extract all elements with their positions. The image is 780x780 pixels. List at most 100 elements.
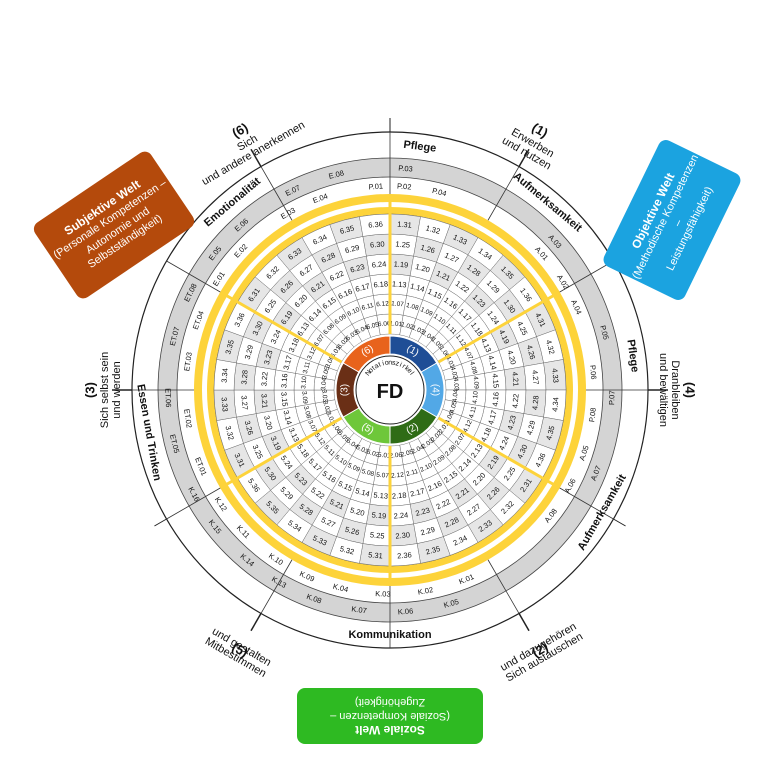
notation-value: 4.20: [505, 349, 517, 365]
notation-value: 1.32: [425, 223, 441, 235]
sector-divider: [487, 559, 520, 614]
code-inner: K.03: [375, 589, 391, 599]
notation-value: 6.29: [344, 243, 360, 255]
notation-value: 1.09: [419, 306, 434, 318]
notation-value: 4.14: [486, 354, 498, 370]
notation-value: 3.27: [239, 395, 249, 410]
notation-value: 3.08: [302, 405, 312, 419]
code-outer: K.05: [443, 597, 460, 610]
ring-label-char: n: [388, 359, 392, 366]
notation-value: 2.24: [393, 510, 408, 520]
notation-value: 4.23: [505, 414, 517, 430]
yellow-spoke: [219, 290, 343, 364]
yellow-spoke: [219, 416, 343, 490]
quadrant-number: (4): [683, 382, 698, 398]
notation-value: 3.07: [306, 419, 318, 434]
notation-value: 4.21: [510, 371, 520, 386]
ring-label-char: k: [403, 365, 410, 373]
notation-value: 4.05: [449, 400, 459, 414]
code-inner: P.08: [587, 407, 598, 422]
sector-title: Pflege: [624, 339, 640, 373]
quadrant-label: Sich selbst sein: [99, 352, 111, 428]
sector-divider: [166, 487, 221, 520]
main-divider: [518, 613, 530, 632]
center-label: FD: [377, 381, 404, 403]
notation-value: 5.13: [373, 490, 388, 500]
code-outer: E.08: [328, 168, 345, 180]
notation-value: 5.19: [371, 510, 386, 520]
notation-value: 1.31: [397, 220, 412, 230]
notation-value: 1.14: [409, 281, 425, 293]
notation-value: 2.29: [420, 525, 436, 537]
notation-value: 1.08: [405, 302, 419, 312]
notation-value: 4.07: [462, 346, 474, 361]
notation-value: 2.11: [405, 468, 419, 478]
notation-value: 2.05: [400, 449, 414, 459]
notation-value: 6.18: [373, 279, 388, 289]
sector-divider: [166, 260, 221, 293]
ring-label-char: i: [382, 360, 386, 367]
notation-value: 3.35: [223, 339, 235, 355]
notation-value: 3.03: [320, 389, 328, 403]
notation-value: 1.03: [411, 324, 426, 336]
notation-value: 5.25: [370, 530, 385, 540]
notation-value: 1.13: [392, 279, 407, 289]
notation-value: 1.01: [389, 320, 403, 328]
ring-label-char: r: [401, 363, 407, 371]
code-inner: K.04: [332, 582, 349, 594]
notation-value: 3.17: [281, 354, 293, 370]
center-wedge-number: (6): [359, 343, 375, 359]
notation-value: 4.22: [510, 393, 520, 408]
sector-divider: [260, 166, 293, 221]
quadrant-label: und werden: [111, 361, 123, 419]
notation-value: 1.19: [393, 259, 408, 269]
notation-value: 1.02: [400, 321, 414, 331]
center-wedge-number: (3): [340, 384, 351, 396]
notation-value: 4.12: [462, 419, 474, 434]
quadrant-number: (5): [229, 639, 250, 660]
notation-value: 5.26: [344, 525, 360, 537]
notation-value: 4.06: [444, 410, 456, 425]
notation-value: 2.04: [411, 444, 426, 456]
notation-value: 3.16: [279, 373, 289, 388]
notation-value: 3.06: [324, 355, 336, 370]
quadrant-number: (6): [229, 120, 250, 141]
notation-value: 3.09: [300, 391, 308, 405]
yellow-spoke: [437, 416, 561, 490]
quadrant-label: Dranbleiben: [669, 360, 681, 419]
notation-value: 4.32: [544, 339, 556, 355]
notation-value: 3.28: [239, 370, 249, 385]
sector-divider: [260, 559, 293, 614]
notation-value: 5.08: [361, 468, 375, 478]
notation-value: 3.32: [223, 425, 235, 441]
notation-value: 4.01: [444, 355, 456, 370]
notation-value: 2.35: [425, 544, 441, 556]
center-wedge-number: (2): [404, 421, 420, 437]
ring-label-char: e: [405, 367, 413, 375]
notation-value: 3.10: [300, 376, 308, 390]
notation-value: 2.36: [397, 550, 412, 560]
notation-value: 3.11: [302, 361, 312, 375]
notation-value: 4.28: [530, 395, 540, 410]
notation-value: 3.04: [320, 377, 328, 391]
main-divider: [250, 613, 262, 632]
notation-value: 1.07: [391, 300, 405, 308]
notation-value: 4.27: [530, 370, 540, 385]
notation-value: 3.05: [321, 366, 331, 380]
code-outer: P.07: [607, 390, 616, 405]
code-outer: P.05: [598, 324, 610, 340]
quadrant-number: (1): [529, 120, 550, 141]
notation-value: 6.12: [376, 300, 390, 308]
notation-value: 5.03: [355, 444, 370, 456]
ring-label-char: s: [392, 360, 397, 367]
center-wedge-number: (4): [430, 384, 441, 396]
notation-value: 3.34: [220, 368, 230, 383]
notation-value: 6.10: [346, 306, 361, 318]
social-world-title: Soziale Welt: [355, 723, 425, 738]
code-outer: K.06: [397, 606, 413, 616]
code-outer: ET.07: [168, 326, 181, 347]
notation-value: 6.24: [371, 259, 386, 269]
notation-value: 3.23: [262, 349, 274, 365]
